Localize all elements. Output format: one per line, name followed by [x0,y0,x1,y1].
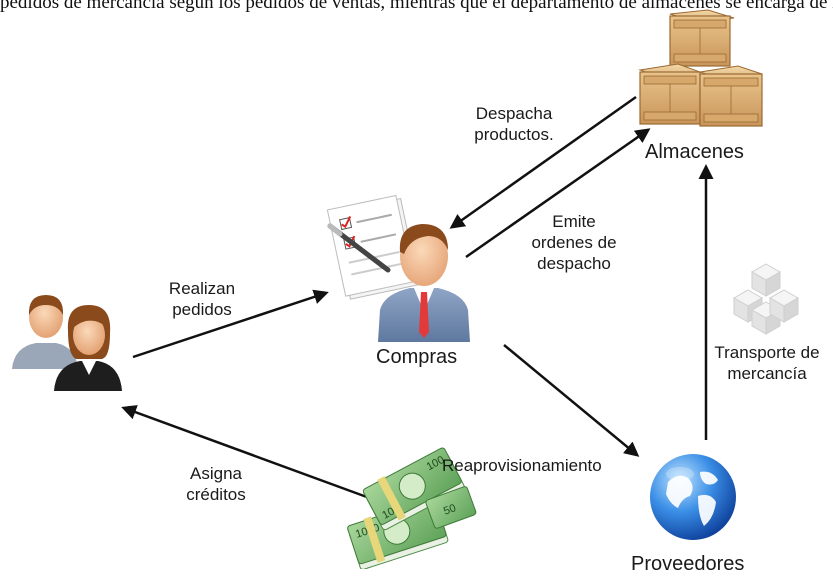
bill-label-50: 50 [442,502,458,517]
edge-label-asigna-line2: créditos [186,485,246,504]
edge-label-despacha-line2: productos. [474,125,554,144]
arrow-compras-to-proveedores [503,344,640,457]
cubes-icon [732,263,800,335]
node-label-compras: Compras [376,346,458,368]
edge-label-asigna: Asigna créditos [176,463,256,505]
edge-label-realizan: Realizan pedidos [160,278,244,320]
edge-label-transporte-line2: mercancía [727,364,807,383]
node-label-almacenes: Almacenes [645,141,744,163]
purchaser-icon [326,194,470,342]
edge-label-transporte-line1: Transporte de [714,343,820,362]
node-label-proveedores: Proveedores [631,553,745,575]
edge-label-emite-line1: Emite [552,212,596,231]
edge-label-emite-line3: despacho [537,254,611,273]
customers-icon [12,295,122,391]
edge-label-despacha-line1: Despacha [475,104,553,123]
edge-label-realizan-line2: pedidos [172,300,232,319]
crates-icon [638,9,763,127]
edge-label-reaprovisionamiento: Reaprovisionamiento [442,456,602,475]
top-caption: pedidos de mercancía según los pedidos d… [0,0,833,13]
money-icon: 1000 100 100 50 [347,447,477,569]
edge-label-emite-line2: ordenes de [531,233,617,252]
edge-label-asigna-line1: Asigna [190,464,242,483]
edge-label-emite: Emite ordenes de despacho [524,211,624,274]
globe-icon [650,454,736,540]
edge-label-despacha: Despacha productos. [468,103,560,145]
arrow-compras-to-almacenes [465,128,651,259]
arrow-clientes-to-compras [132,289,329,359]
edge-label-realizan-line1: Realizan [168,279,236,298]
arrow-dinero-to-clientes [121,405,376,502]
edge-label-transporte: Transporte de mercancía [704,342,830,384]
arrow-almacenes-to-compras [449,95,637,229]
